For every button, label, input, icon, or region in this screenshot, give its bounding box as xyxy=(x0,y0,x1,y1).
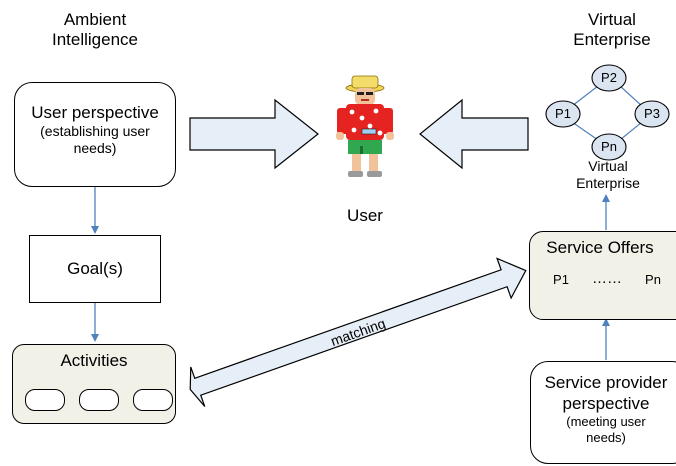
matching-double-arrow xyxy=(189,257,527,407)
network-links xyxy=(571,85,643,141)
user-perspective-subtitle-line1: (establishing user xyxy=(40,123,150,139)
block-arrow-to-user-left xyxy=(189,98,319,170)
service-provider-box: Service provider perspective (meeting us… xyxy=(530,361,676,464)
ambient-intelligence-title: Ambient Intelligence xyxy=(30,10,160,50)
goals-label: Goal(s) xyxy=(67,259,123,278)
service-offers-panel: Service Offers xyxy=(529,231,676,320)
network-node-pn-label: Pn xyxy=(601,139,617,154)
offer-node-p1-label: P1 xyxy=(553,272,569,287)
service-offers-title: Service Offers xyxy=(546,238,654,257)
ambient-title-line1: Ambient xyxy=(63,10,127,29)
activity-item-2 xyxy=(79,389,119,411)
network-node-p1-label: P1 xyxy=(555,106,571,121)
user-figure xyxy=(336,75,394,177)
user-perspective-box: User perspective (establishing user need… xyxy=(14,82,176,187)
ambient-title-line2: Intelligence xyxy=(51,30,138,49)
virtual-title-line1: Virtual xyxy=(588,10,636,29)
user-label: User xyxy=(347,206,383,225)
service-provider-line1: Service provider xyxy=(544,373,668,392)
activities-panel: Activities xyxy=(12,344,176,424)
offer-node-pn-label: Pn xyxy=(645,272,661,287)
network-caption-line2: Enterprise xyxy=(576,175,640,191)
service-provider-line4: needs) xyxy=(586,430,626,445)
network-node-pn xyxy=(591,133,627,161)
offer-dots: …… xyxy=(592,270,622,287)
network-node-p1 xyxy=(545,100,581,128)
network-caption-line1: Virtual xyxy=(588,158,628,174)
virtual-enterprise-title: Virtual Enterprise xyxy=(548,10,676,50)
virtual-title-line2: Enterprise xyxy=(573,30,651,49)
goals-box: Goal(s) xyxy=(29,235,161,303)
network-caption: Virtual Enterprise xyxy=(558,158,658,192)
activities-label: Activities xyxy=(60,351,128,370)
activity-item-1 xyxy=(25,389,65,411)
network-node-p3-label: P3 xyxy=(644,106,660,121)
network-node-p2 xyxy=(591,64,627,92)
network-node-p3 xyxy=(634,100,670,128)
user-perspective-title: User perspective xyxy=(31,103,159,122)
block-arrow-to-user-right xyxy=(419,98,529,170)
network-node-p2-label: P2 xyxy=(601,70,617,85)
service-provider-line3: (meeting user xyxy=(566,414,646,429)
user-perspective-subtitle-line2: needs) xyxy=(73,140,117,156)
service-provider-line2: perspective xyxy=(562,394,650,413)
activity-item-3 xyxy=(133,389,173,411)
